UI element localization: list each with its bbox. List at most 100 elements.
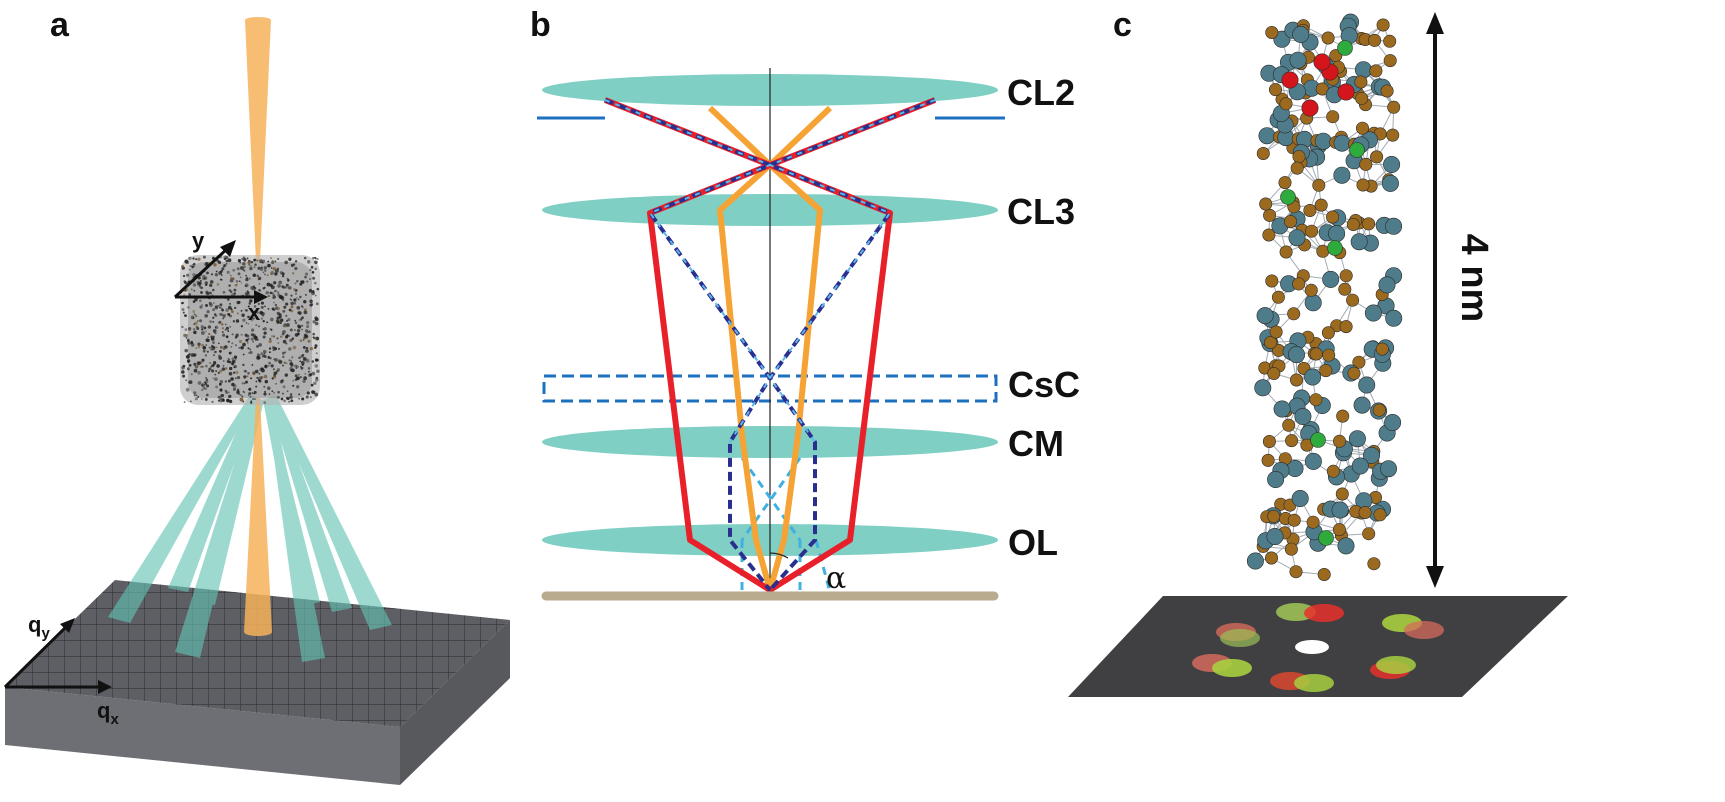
atom (1303, 204, 1317, 218)
atom (1335, 487, 1349, 501)
atom (1284, 542, 1298, 556)
atom (1267, 509, 1281, 523)
atom (1289, 51, 1307, 69)
atom (1356, 121, 1370, 135)
atomic-column (1246, 13, 1403, 581)
atom (1333, 134, 1351, 152)
atom (1310, 432, 1326, 448)
atom (1271, 290, 1285, 304)
atom (1258, 127, 1276, 145)
atom (1356, 178, 1370, 192)
atom (1387, 100, 1401, 114)
label-cl3: CL3 (1007, 191, 1075, 232)
atom (1378, 276, 1396, 294)
atom (1287, 513, 1301, 527)
atoms (1246, 13, 1403, 581)
atom (1333, 166, 1351, 184)
diffracted-beams (108, 395, 392, 662)
atom (1301, 99, 1319, 117)
atom (1289, 565, 1303, 579)
atom (1322, 270, 1340, 288)
atom (1349, 142, 1365, 158)
atom (1262, 228, 1276, 242)
angle-arc (769, 552, 789, 559)
atom (1347, 366, 1361, 380)
atom (1328, 225, 1346, 243)
atom (1322, 348, 1336, 362)
atom (1314, 132, 1332, 150)
atom (1367, 557, 1381, 571)
atom (1346, 293, 1360, 307)
angle-label: α (826, 561, 846, 596)
atom (1351, 457, 1369, 475)
atom (1332, 523, 1346, 537)
atom (1282, 418, 1296, 432)
atom (1314, 198, 1328, 212)
atom (1304, 452, 1322, 470)
atom (1269, 325, 1283, 339)
panel-b: b (530, 6, 1080, 601)
atom (1339, 269, 1353, 283)
atom (1383, 34, 1397, 48)
atom (1254, 379, 1272, 397)
atom (1346, 218, 1360, 232)
atom (1380, 84, 1394, 98)
atom (1278, 176, 1292, 190)
atom (1385, 217, 1403, 235)
atom (1288, 346, 1306, 364)
atom (1267, 470, 1285, 488)
atom (1304, 283, 1318, 297)
atom (1359, 157, 1373, 171)
atom (1290, 373, 1304, 387)
atom (1265, 551, 1279, 565)
label-csc: CsC (1008, 364, 1080, 405)
incident-beam (244, 17, 272, 636)
atom (1262, 434, 1276, 448)
atom (1263, 208, 1277, 222)
atom (1383, 156, 1401, 174)
atom (1358, 376, 1376, 394)
panel-c-letter: c (1113, 6, 1132, 44)
atom (1256, 307, 1274, 325)
atom (1279, 97, 1293, 111)
atom (1259, 197, 1273, 211)
atom (1285, 434, 1299, 448)
detector-axes (3, 618, 112, 694)
panel-c: c 4 nm (1068, 6, 1568, 697)
atom (1309, 393, 1323, 407)
atom (1350, 233, 1368, 251)
y-axis-label: y (192, 228, 205, 253)
atom (1292, 150, 1306, 164)
atom (1358, 505, 1372, 519)
atom (1261, 453, 1275, 467)
atom (1264, 335, 1278, 349)
atom (1292, 277, 1306, 291)
atom (1362, 527, 1376, 541)
panel-a: a (3, 6, 510, 785)
atom (1279, 245, 1293, 259)
atom (1265, 274, 1279, 288)
atom (1265, 25, 1279, 39)
atom (1363, 446, 1381, 464)
atom (1362, 217, 1376, 231)
atom (1369, 64, 1383, 78)
atom (1372, 403, 1386, 417)
atom (1337, 40, 1353, 56)
specimen-atoms (181, 255, 320, 404)
atom (1321, 326, 1335, 340)
atom (1353, 396, 1371, 414)
atom (1386, 128, 1400, 142)
atom (1288, 229, 1306, 247)
panel-a-letter: a (50, 6, 70, 44)
atom (1284, 215, 1298, 229)
atom (1376, 18, 1390, 32)
atom (1287, 307, 1301, 321)
atom (1354, 75, 1368, 89)
atom (1384, 413, 1402, 431)
atom (1269, 83, 1283, 97)
atom (1348, 430, 1366, 448)
atom (1305, 224, 1319, 238)
atom (1313, 53, 1331, 71)
atom (1373, 508, 1387, 522)
atom (1294, 407, 1312, 425)
